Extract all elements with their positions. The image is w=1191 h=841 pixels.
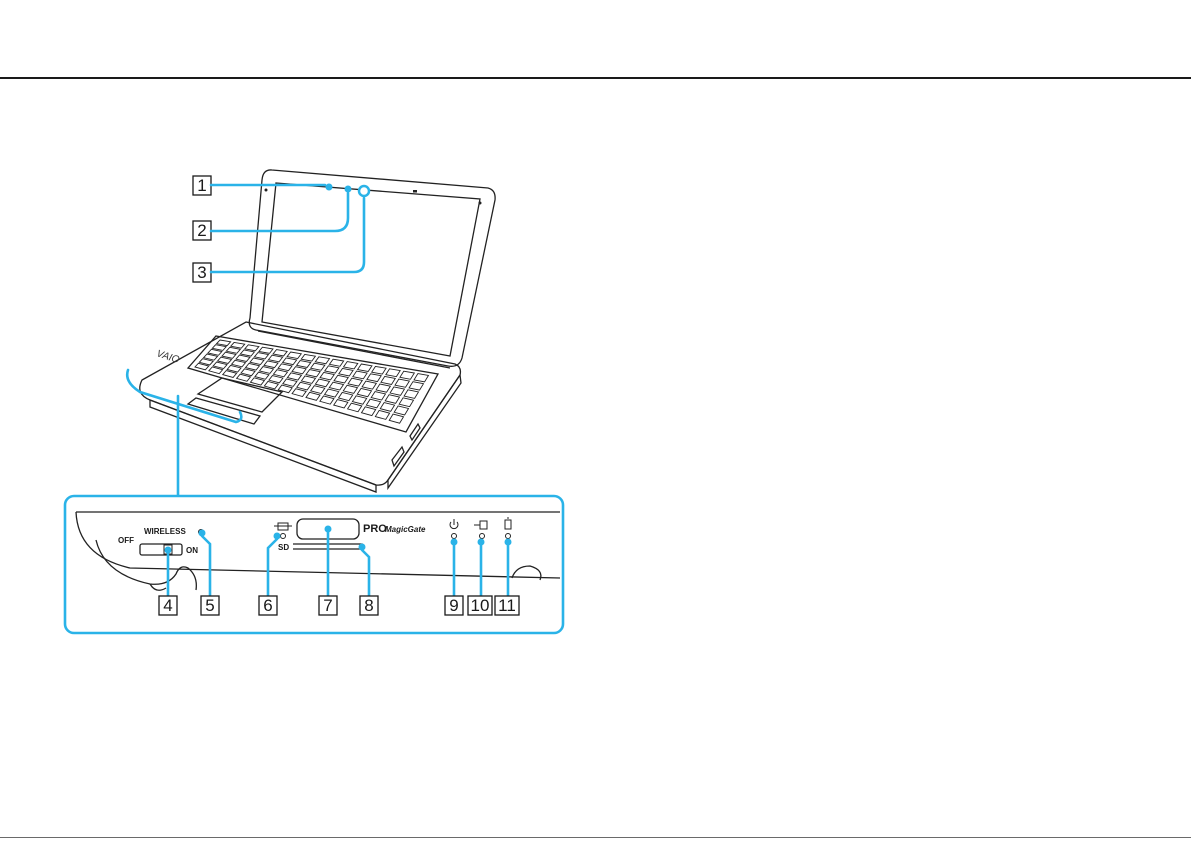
keyboard-key	[320, 372, 334, 379]
keyboard-key	[292, 367, 306, 374]
svg-text:3: 3	[197, 263, 206, 282]
keyboard-key	[217, 340, 231, 346]
keyboard-key	[404, 390, 418, 399]
keyboard-key	[259, 367, 273, 374]
keyboard-key	[269, 355, 283, 362]
keyboard-key	[329, 359, 343, 366]
keyboard-key	[297, 382, 311, 390]
keyboard-key	[366, 399, 380, 408]
keyboard-key	[329, 382, 343, 390]
keyboard-key	[376, 384, 390, 392]
keyboard-key	[306, 370, 320, 377]
keyboard-key	[348, 378, 362, 386]
keyboard-key	[362, 381, 376, 389]
keyboard-key	[254, 353, 268, 359]
keyboard-key	[292, 389, 306, 397]
svg-text:7: 7	[323, 596, 332, 615]
keyboard-key	[400, 371, 414, 379]
keyboard-key	[389, 414, 403, 423]
keyboard-key	[240, 350, 254, 356]
keyboard-key	[297, 361, 311, 368]
magicgate-label: MagicGate	[385, 525, 426, 534]
keyboard-key	[226, 347, 240, 353]
keyboard-key	[236, 355, 250, 361]
keyboard-key	[320, 396, 334, 404]
callout-3: 3	[193, 186, 369, 282]
keyboard-key	[306, 392, 320, 400]
svg-text:2: 2	[197, 221, 206, 240]
keyboard-key	[414, 374, 428, 382]
keyboard-key	[385, 395, 399, 404]
keyboard-key	[386, 369, 400, 377]
keyboard-key	[245, 345, 259, 351]
keyboard-key	[375, 410, 389, 419]
keyboard-key	[334, 375, 348, 383]
keyboard-key	[338, 392, 352, 400]
footer-rule	[0, 837, 1191, 838]
keyboard-key	[381, 376, 395, 384]
keyboard-key	[334, 400, 348, 408]
keyboard-key	[269, 376, 283, 383]
callout-2: 2	[193, 186, 352, 241]
keyboard-key	[358, 364, 372, 371]
keyboard-key	[390, 387, 404, 395]
svg-text:8: 8	[364, 596, 373, 615]
side-ports	[392, 424, 420, 466]
keyboard-key	[380, 403, 394, 412]
svg-text:11: 11	[498, 596, 516, 615]
keyboard-key	[315, 379, 329, 387]
pro-label: PRO	[363, 523, 387, 535]
keyboard-key	[315, 357, 329, 364]
svg-text:1: 1	[197, 176, 206, 195]
keyboard-key	[259, 347, 273, 353]
keyboard-key	[301, 376, 315, 383]
keyboard-key	[273, 370, 287, 377]
keyboard-key	[361, 407, 375, 416]
keyboard-key	[394, 406, 408, 415]
on-label: ON	[186, 546, 198, 555]
keyboard-key	[371, 392, 385, 400]
keyboard-key	[357, 388, 371, 396]
keyboard-key	[283, 379, 297, 386]
keyboard-key	[352, 396, 366, 404]
keyboard-key	[250, 358, 264, 365]
keyboard-key	[311, 363, 325, 370]
keyboard-key	[325, 389, 339, 397]
keyboard-key	[264, 361, 278, 368]
keyboard-key	[372, 366, 386, 374]
svg-text:6: 6	[263, 596, 272, 615]
keyboard-key	[395, 379, 409, 387]
keyboard-key	[287, 352, 301, 359]
keyboard-key	[311, 386, 325, 394]
keyboard-key	[367, 374, 381, 382]
keyboard-key	[409, 382, 423, 390]
sd-label: SD	[278, 543, 289, 552]
svg-text:5: 5	[205, 596, 214, 615]
wireless-label: WIRELESS	[144, 527, 186, 536]
keyboard-key	[339, 368, 353, 375]
brand-logo: VAIO	[155, 348, 181, 366]
front-edge-highlight	[127, 370, 241, 422]
keyboard-key	[231, 342, 245, 348]
keyboard-key	[353, 371, 367, 379]
keyboard-key	[399, 398, 413, 407]
keyboard-key	[273, 350, 287, 356]
svg-text:9: 9	[449, 596, 458, 615]
svg-text:4: 4	[163, 596, 172, 615]
keyboard-key	[343, 385, 357, 393]
keyboard-key	[325, 366, 339, 373]
off-label: OFF	[118, 536, 134, 545]
keyboard-key	[287, 373, 301, 380]
keyboard-key	[348, 403, 362, 412]
keyboard-key	[301, 354, 315, 361]
keyboard-key	[283, 358, 297, 365]
svg-text:10: 10	[471, 596, 490, 615]
keyboard-key	[344, 362, 358, 369]
keyboard-key	[278, 364, 292, 371]
